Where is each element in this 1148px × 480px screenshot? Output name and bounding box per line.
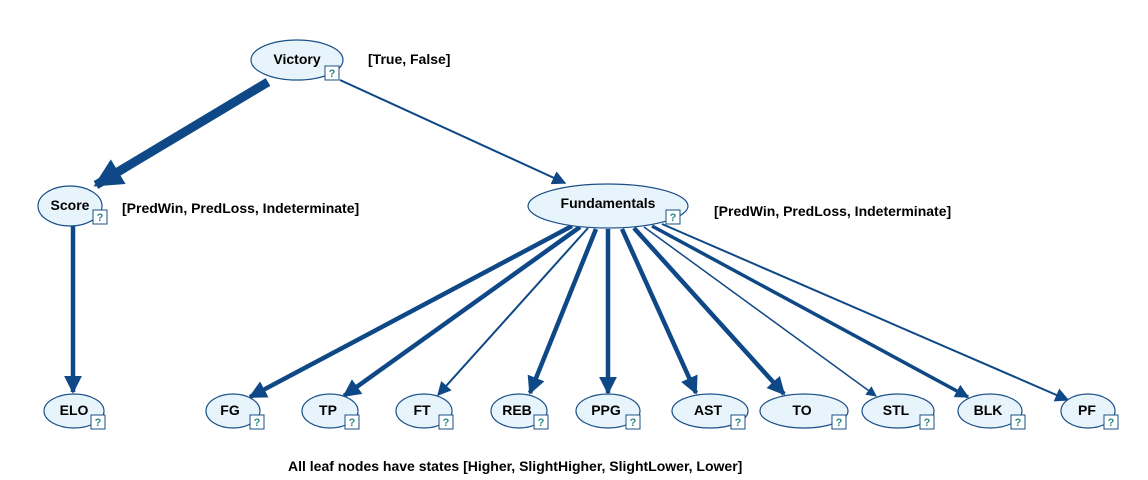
node-fg-ellipse xyxy=(205,393,261,429)
edge-fundamentals-ast xyxy=(619,228,699,395)
node-elo-label: ELO xyxy=(60,402,89,418)
node-pf-label: PF xyxy=(1078,402,1096,418)
node-ppg-label: PPG xyxy=(591,402,621,418)
node-tp[interactable]: TP ? xyxy=(301,393,360,430)
node-ast-label: AST xyxy=(694,402,722,418)
node-to-label: TO xyxy=(792,402,811,418)
node-to-ellipse xyxy=(759,393,849,429)
node-ft[interactable]: FT ? xyxy=(395,393,454,430)
node-ft-ellipse xyxy=(395,393,453,429)
score-states: [PredWin, PredLoss, Indeterminate] xyxy=(122,200,359,216)
node-ast[interactable]: AST ? xyxy=(671,393,749,430)
edge-fundamentals-to xyxy=(632,226,786,396)
node-reb[interactable]: REB ? xyxy=(490,393,549,430)
node-tp-label: TP xyxy=(319,402,337,418)
node-blk-label: BLK xyxy=(974,402,1003,418)
node-elo-ellipse xyxy=(43,393,105,429)
node-blk-help-icon[interactable] xyxy=(1010,414,1026,430)
node-ppg-ellipse xyxy=(575,393,641,429)
node-elo[interactable]: ELO ? xyxy=(43,393,106,430)
node-blk-help-mark: ? xyxy=(1015,417,1022,429)
node-fundamentals-label: Fundamentals xyxy=(561,195,656,211)
node-ast-ellipse xyxy=(671,393,749,429)
node-reb-ellipse xyxy=(490,393,548,429)
node-fg-help-icon[interactable] xyxy=(249,414,265,430)
node-stl-help-icon[interactable] xyxy=(919,414,935,430)
edge-fundamentals-blk xyxy=(651,224,970,399)
node-fg-label: FG xyxy=(220,402,240,418)
edge-fundamentals-pf xyxy=(661,223,1070,402)
node-blk[interactable]: BLK ? xyxy=(957,393,1026,430)
node-stl-label: STL xyxy=(883,402,910,418)
node-victory-ellipse xyxy=(250,39,344,81)
node-pf-help-mark: ? xyxy=(1108,417,1115,429)
edge-fundamentals-tp xyxy=(342,225,582,398)
victory-states: [True, False] xyxy=(368,51,450,67)
edge-fundamentals-reb xyxy=(527,228,599,395)
node-fundamentals[interactable]: Fundamentals ? xyxy=(527,183,689,229)
node-ft-label: FT xyxy=(413,402,431,418)
node-ppg-help-icon[interactable] xyxy=(625,414,641,430)
node-fundamentals-ellipse xyxy=(527,183,689,229)
edge-fundamentals-ft xyxy=(437,227,589,397)
node-score-label: Score xyxy=(51,197,90,213)
node-ast-help-mark: ? xyxy=(735,417,742,429)
node-to-help-mark: ? xyxy=(836,417,843,429)
edge-victory-fundamentals xyxy=(339,79,567,185)
node-ppg-help-mark: ? xyxy=(630,417,637,429)
node-fg[interactable]: FG ? xyxy=(205,393,265,430)
node-fundamentals-help-mark: ? xyxy=(670,212,677,224)
node-score-ellipse xyxy=(37,185,103,227)
node-ppg[interactable]: PPG ? xyxy=(575,393,641,430)
node-pf-help-icon[interactable] xyxy=(1103,414,1119,430)
node-stl-help-mark: ? xyxy=(924,417,931,429)
node-victory-label: Victory xyxy=(273,51,320,67)
node-victory-help-mark: ? xyxy=(329,68,336,80)
node-fundamentals-help-icon[interactable] xyxy=(665,209,681,225)
node-ast-help-icon[interactable] xyxy=(730,414,746,430)
leaf-states-note: All leaf nodes have states [Higher, Slig… xyxy=(288,458,742,474)
node-to-help-icon[interactable] xyxy=(831,414,847,430)
node-tp-help-icon[interactable] xyxy=(344,414,360,430)
node-tp-help-mark: ? xyxy=(349,417,356,429)
node-to[interactable]: TO ? xyxy=(759,393,849,430)
node-score[interactable]: Score ? xyxy=(37,185,108,227)
node-tp-ellipse xyxy=(301,393,359,429)
node-fg-help-mark: ? xyxy=(254,417,261,429)
node-reb-label: REB xyxy=(502,402,532,418)
node-stl[interactable]: STL ? xyxy=(861,393,935,430)
node-score-help-icon[interactable] xyxy=(92,209,108,225)
fundamentals-states: [PredWin, PredLoss, Indeterminate] xyxy=(714,203,951,219)
node-score-help-mark: ? xyxy=(97,212,104,224)
node-stl-ellipse xyxy=(861,393,935,429)
edge-fundamentals-stl xyxy=(643,226,877,397)
node-blk-ellipse xyxy=(957,393,1023,429)
edge-victory-score xyxy=(93,78,271,189)
node-ft-help-mark: ? xyxy=(443,417,450,429)
edges xyxy=(64,78,1070,402)
node-ft-help-icon[interactable] xyxy=(438,414,454,430)
node-reb-help-mark: ? xyxy=(538,417,545,429)
node-pf-ellipse xyxy=(1060,393,1116,429)
node-victory[interactable]: Victory ? xyxy=(250,39,344,81)
node-elo-help-mark: ? xyxy=(95,417,102,429)
node-reb-help-icon[interactable] xyxy=(533,414,549,430)
node-victory-help-icon[interactable] xyxy=(324,65,340,81)
node-elo-help-icon[interactable] xyxy=(90,414,106,430)
edge-fundamentals-fg xyxy=(248,224,574,399)
node-pf[interactable]: PF ? xyxy=(1060,393,1119,430)
